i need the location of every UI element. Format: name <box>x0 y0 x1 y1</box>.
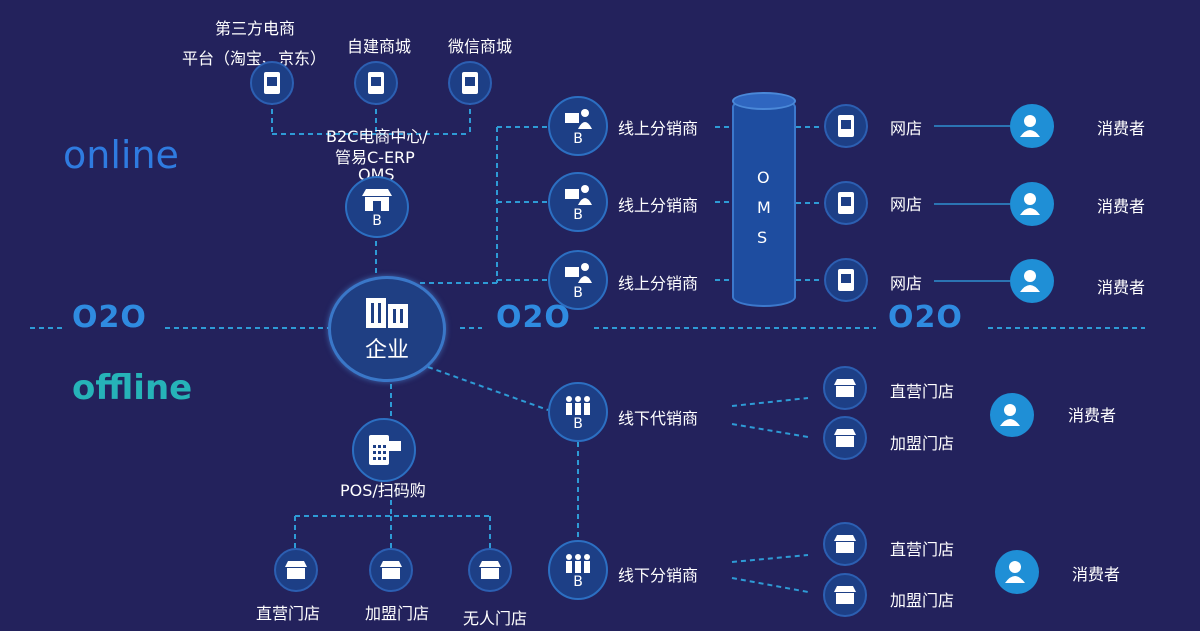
offline-store-label: 加盟门店 <box>890 434 955 453</box>
offline-distributor-label: 线下代销商 <box>618 409 699 428</box>
phone-icon <box>462 72 478 94</box>
oms-letter-m: M <box>757 198 771 217</box>
shop-icon <box>834 535 856 553</box>
third-party-platform-node <box>250 61 294 105</box>
online-distributor-node-1: B <box>548 96 608 156</box>
shop-icon <box>479 561 501 579</box>
user-icon <box>1020 115 1040 137</box>
online-shop-node <box>824 258 868 302</box>
platform-label-wechat-mall: 微信商城 <box>448 37 513 56</box>
enterprise-label: 企业 <box>364 338 409 363</box>
online-distributor-letter: B <box>573 206 583 223</box>
phone-icon <box>838 269 854 291</box>
pos-store-node <box>468 548 512 592</box>
presenter-icon <box>565 184 592 205</box>
pos-node <box>352 418 416 482</box>
o2o-label-right: O2O <box>888 300 963 335</box>
consumer-label: 消费者 <box>1068 406 1117 425</box>
shop-icon <box>834 586 856 604</box>
online-distributor-node-3: B <box>548 250 608 310</box>
consumer-node <box>990 393 1034 437</box>
phone-icon <box>838 115 854 137</box>
b2c-label-line1: B2C电商中心/ <box>326 127 428 146</box>
consumer-node <box>1010 182 1054 226</box>
phone-icon <box>368 72 384 94</box>
b2c-node-letter: B <box>372 212 382 229</box>
offline-store-node <box>823 573 867 617</box>
offline-distributor-letter: B <box>573 573 583 590</box>
oms-cylinder <box>732 97 796 307</box>
user-icon <box>1005 561 1025 583</box>
offline-label: offline <box>72 368 193 408</box>
online-shop-node <box>824 104 868 148</box>
pos-store-node <box>369 548 413 592</box>
o2o-label-left: O2O <box>72 300 147 335</box>
o2o-label-center: O2O <box>496 300 571 335</box>
platform-label-third-party-1: 第三方电商 <box>215 19 296 38</box>
oms-cylinder-top <box>732 92 796 110</box>
online-distributor-letter: B <box>573 284 583 301</box>
offline-store-node <box>823 366 867 410</box>
group-icon <box>566 395 590 415</box>
pos-store-label: 直营门店 <box>256 604 321 623</box>
online-shop-node <box>824 181 868 225</box>
user-icon <box>1020 270 1040 292</box>
shop-icon <box>834 379 856 397</box>
consumer-node <box>1010 259 1054 303</box>
offline-distributor-label: 线下分销商 <box>618 566 699 585</box>
pos-icon <box>369 435 401 465</box>
phone-icon <box>838 192 854 214</box>
online-shop-label: 网店 <box>890 195 923 214</box>
pos-store-label: 无人门店 <box>463 609 528 628</box>
own-mall-node <box>354 61 398 105</box>
online-distributor-label: 线上分销商 <box>618 119 699 138</box>
consumer-label: 消费者 <box>1097 197 1146 216</box>
building-icon <box>366 298 408 328</box>
platform-label-own-mall: 自建商城 <box>347 37 412 56</box>
online-label: online <box>63 133 179 177</box>
b2c-label-line2: 管易C-ERP <box>335 148 415 167</box>
pos-label: POS/扫码购 <box>340 481 426 500</box>
online-distributor-node-2: B <box>548 172 608 232</box>
group-icon <box>566 553 590 573</box>
offline-store-node <box>823 416 867 460</box>
consumer-label: 消费者 <box>1097 278 1146 297</box>
shop-icon <box>834 429 856 447</box>
phone-icon <box>264 72 280 94</box>
offline-distributor-node-1: B <box>548 382 608 442</box>
oms-letter-s: S <box>757 228 768 247</box>
offline-distributor-letter: B <box>573 415 583 432</box>
enterprise-node: 企业 <box>328 276 446 382</box>
shop-icon <box>285 561 307 579</box>
consumer-label: 消费者 <box>1072 565 1121 584</box>
shop-icon <box>380 561 402 579</box>
offline-store-label: 直营门店 <box>890 540 955 559</box>
consumer-node <box>995 550 1039 594</box>
online-distributor-label: 线上分销商 <box>618 196 699 215</box>
consumer-node <box>1010 104 1054 148</box>
consumer-label: 消费者 <box>1097 119 1146 138</box>
presenter-icon <box>565 262 592 283</box>
pos-store-label: 加盟门店 <box>365 604 430 623</box>
offline-store-label: 直营门店 <box>890 382 955 401</box>
online-distributor-letter: B <box>573 130 583 147</box>
online-shop-label: 网店 <box>890 274 923 293</box>
offline-store-label: 加盟门店 <box>890 591 955 610</box>
user-icon <box>1000 404 1020 426</box>
pos-store-node <box>274 548 318 592</box>
b2c-node: B <box>345 176 409 238</box>
offline-store-node <box>823 522 867 566</box>
oms-letter-o: O <box>757 168 770 187</box>
platform-label-third-party-2: 平台（淘宝、京东） <box>182 49 327 68</box>
online-shop-label: 网店 <box>890 119 923 138</box>
offline-distributor-node-2: B <box>548 540 608 600</box>
presenter-icon <box>565 108 592 129</box>
wechat-mall-node <box>448 61 492 105</box>
user-icon <box>1020 193 1040 215</box>
store-icon <box>362 188 392 211</box>
online-distributor-label: 线上分销商 <box>618 274 699 293</box>
